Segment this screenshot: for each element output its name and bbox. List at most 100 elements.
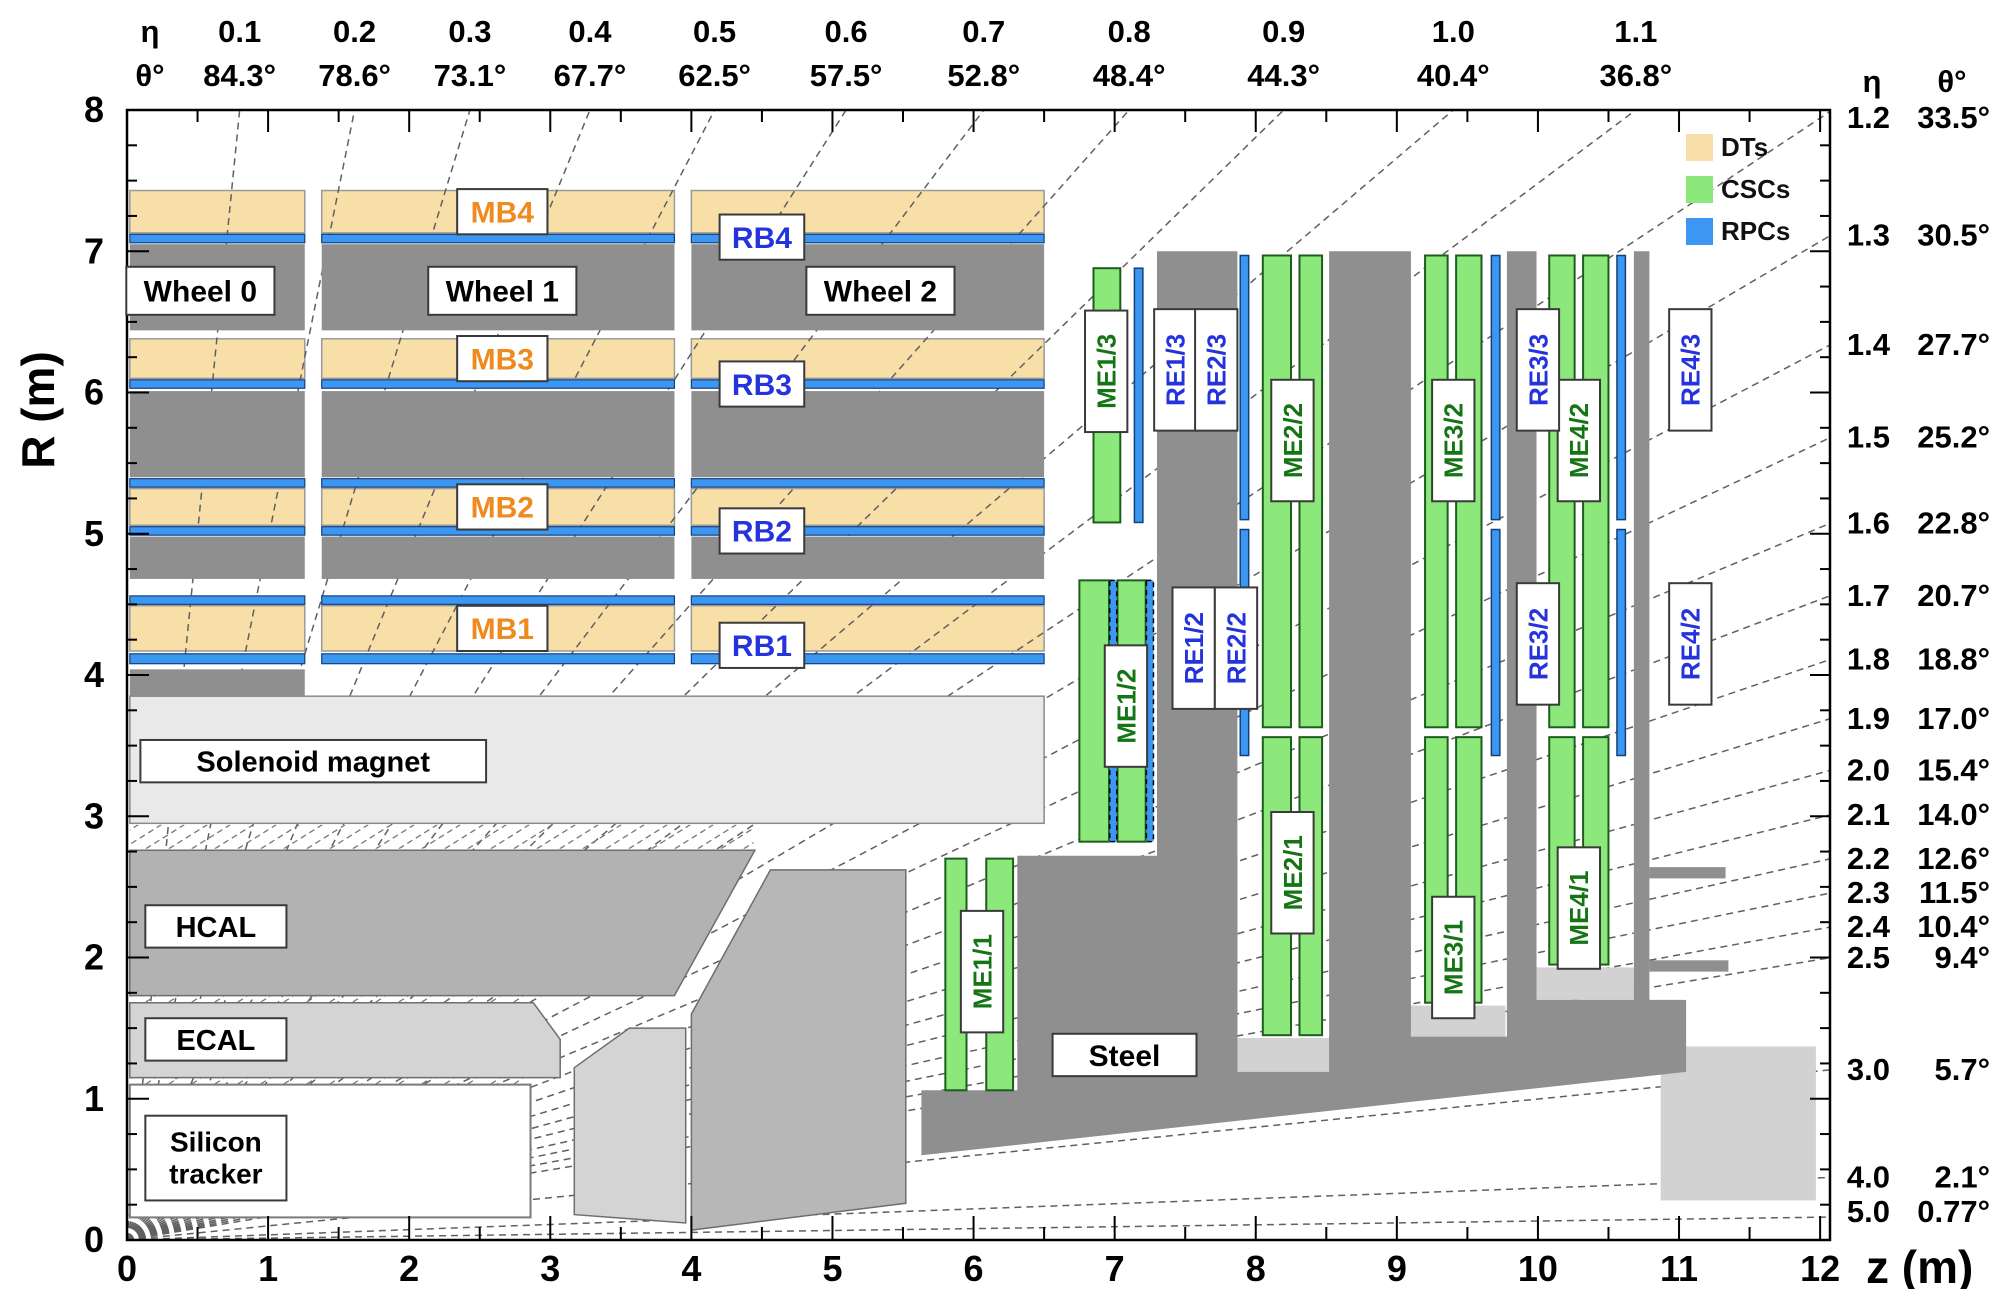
rb-strip-2-8 — [690, 526, 1045, 536]
hatch-gap-0 — [129, 824, 754, 849]
right-theta-1.8: 18.8° — [1917, 642, 1990, 677]
wheel-iron-1-5 — [321, 391, 675, 478]
x-tick-label-7: 7 — [1105, 1248, 1125, 1289]
label-box-re1-2 — [1171, 586, 1216, 710]
rb-strip-1-1 — [321, 233, 676, 244]
top-theta-0.7: 52.8° — [947, 58, 1020, 93]
x-tick-label-0: 0 — [117, 1248, 137, 1289]
label-box-mb4 — [456, 188, 549, 236]
top-theta-0.2: 78.6° — [318, 58, 391, 93]
y-tick-label-2: 2 — [84, 937, 104, 978]
top-theta-0.1: 84.3° — [203, 58, 276, 93]
rb-strip-2-12 — [690, 653, 1045, 665]
legend-row-rpcs: RPCs — [1686, 216, 1790, 247]
dt-band-wheel0-11 — [129, 605, 306, 652]
x-axis-title: z (m) — [1866, 1241, 1974, 1289]
right-eta-1.6: 1.6 — [1847, 505, 1890, 540]
x-tick-label-6: 6 — [964, 1248, 984, 1289]
x-tick-label-5: 5 — [822, 1248, 842, 1289]
label-text-me3-1: ME3/1 — [1439, 920, 1469, 995]
rpc-RE2/3 — [1239, 254, 1250, 521]
rb-strip-0-6 — [129, 478, 306, 488]
top-eta-0.6: 0.6 — [825, 14, 868, 49]
csc-swatch-icon — [1686, 176, 1713, 203]
right-eta-2.2: 2.2 — [1847, 841, 1890, 876]
label-box-me2-2 — [1270, 378, 1315, 503]
right-theta-1.3: 30.5° — [1917, 218, 1990, 253]
y-tick-label-4: 4 — [84, 654, 104, 695]
dt-band-wheel0-7 — [129, 487, 306, 527]
right-eta-2.5: 2.5 — [1847, 940, 1890, 975]
label-text-re3-3: RE3/3 — [1523, 334, 1553, 406]
right-theta-1.9: 17.0° — [1917, 701, 1990, 736]
label-text-rb2: RB2 — [732, 516, 792, 549]
eta-line-4.0 — [126, 1176, 1831, 1241]
label-text-wheel-0: Wheel 0 — [144, 276, 257, 309]
rb-strip-2-6 — [690, 478, 1045, 488]
label-text-rb3: RB3 — [732, 369, 792, 402]
rb-strip-0-1 — [129, 233, 306, 244]
label-text-mb2: MB2 — [471, 492, 534, 525]
right-theta-2.3: 11.5° — [1919, 875, 1990, 910]
top-eta-header: η — [141, 14, 160, 49]
rpc-RE4/2 — [1616, 528, 1627, 757]
label-text-re2-2: RE2/2 — [1221, 612, 1251, 684]
dt-band-wheel0-0 — [129, 189, 306, 234]
label-text-re1-2: RE1/2 — [1179, 612, 1209, 684]
top-theta-0.6: 57.5° — [810, 58, 883, 93]
label-box-re2-3 — [1194, 308, 1239, 432]
hatch-gap-1 — [129, 996, 524, 1002]
x-tick-label-9: 9 — [1387, 1248, 1407, 1289]
label-text-solenoid-magnet: Solenoid magnet — [196, 747, 430, 779]
y-tick-label-6: 6 — [84, 372, 104, 413]
x-tick-label-10: 10 — [1518, 1248, 1558, 1289]
right-theta-1.4: 27.7° — [1917, 327, 1990, 362]
rb-strip-1-12 — [321, 653, 676, 665]
label-box-rb3 — [718, 360, 806, 408]
right-theta-2.1: 14.0° — [1917, 797, 1990, 832]
label-text-re3-2: RE3/2 — [1523, 608, 1553, 680]
label-box-mb2 — [456, 483, 549, 531]
right-theta-2.0: 15.4° — [1917, 752, 1990, 787]
label-text-me4-1: ME4/1 — [1564, 870, 1594, 945]
rb-strip-2-4 — [690, 379, 1045, 389]
label-text-re4-2: RE4/2 — [1676, 608, 1706, 680]
rpc-swatch-icon — [1686, 218, 1713, 245]
label-text-re2-3: RE2/3 — [1202, 334, 1232, 406]
right-theta-2.5: 9.4° — [1935, 940, 1991, 975]
right-theta-1.7: 20.7° — [1917, 578, 1990, 613]
label-text-me1-3: ME1/3 — [1092, 334, 1122, 409]
wheel-iron-1-9 — [321, 536, 675, 579]
label-text-steel: Steel — [1089, 1040, 1161, 1073]
right-theta-1.2: 33.5° — [1917, 100, 1990, 135]
top-theta-0.8: 48.4° — [1093, 58, 1166, 93]
legend-label-dts: DTs — [1721, 132, 1769, 162]
label-text-rb1: RB1 — [732, 630, 792, 663]
label-box-me3-2 — [1431, 378, 1476, 503]
y-axis-title: R (m) — [12, 351, 64, 469]
y-tick-label-5: 5 — [84, 513, 104, 554]
structures-layer — [128, 233, 1816, 1231]
label-box-mb1 — [456, 604, 549, 652]
steel-fin-1 — [1649, 960, 1729, 972]
wheel-iron-0-5 — [129, 391, 305, 478]
eta-line-5.0 — [126, 1216, 1831, 1241]
right-theta-header: θ° — [1937, 64, 1966, 99]
top-eta-0.8: 0.8 — [1108, 14, 1151, 49]
hatch-layer — [129, 824, 754, 1084]
label-text-rb4: RB4 — [732, 222, 792, 255]
label-box-hcal — [144, 904, 288, 949]
legend-label-cscs: CSCs — [1721, 174, 1791, 204]
steel-disk-3 — [1633, 251, 1650, 1022]
top-eta-0.9: 0.9 — [1262, 14, 1305, 49]
right-eta-1.9: 1.9 — [1847, 701, 1890, 736]
steel-disk-1 — [1329, 251, 1411, 1099]
steel-floor — [921, 855, 1687, 1156]
wheel-iron-0-9 — [129, 536, 305, 579]
right-eta-1.3: 1.3 — [1847, 218, 1890, 253]
y-tick-label-0: 0 — [84, 1219, 104, 1260]
right-eta-2.1: 2.1 — [1847, 797, 1890, 832]
label-box-steel — [1051, 1032, 1198, 1078]
label-box-rb1 — [718, 621, 806, 669]
label-box-rb4 — [718, 213, 806, 261]
